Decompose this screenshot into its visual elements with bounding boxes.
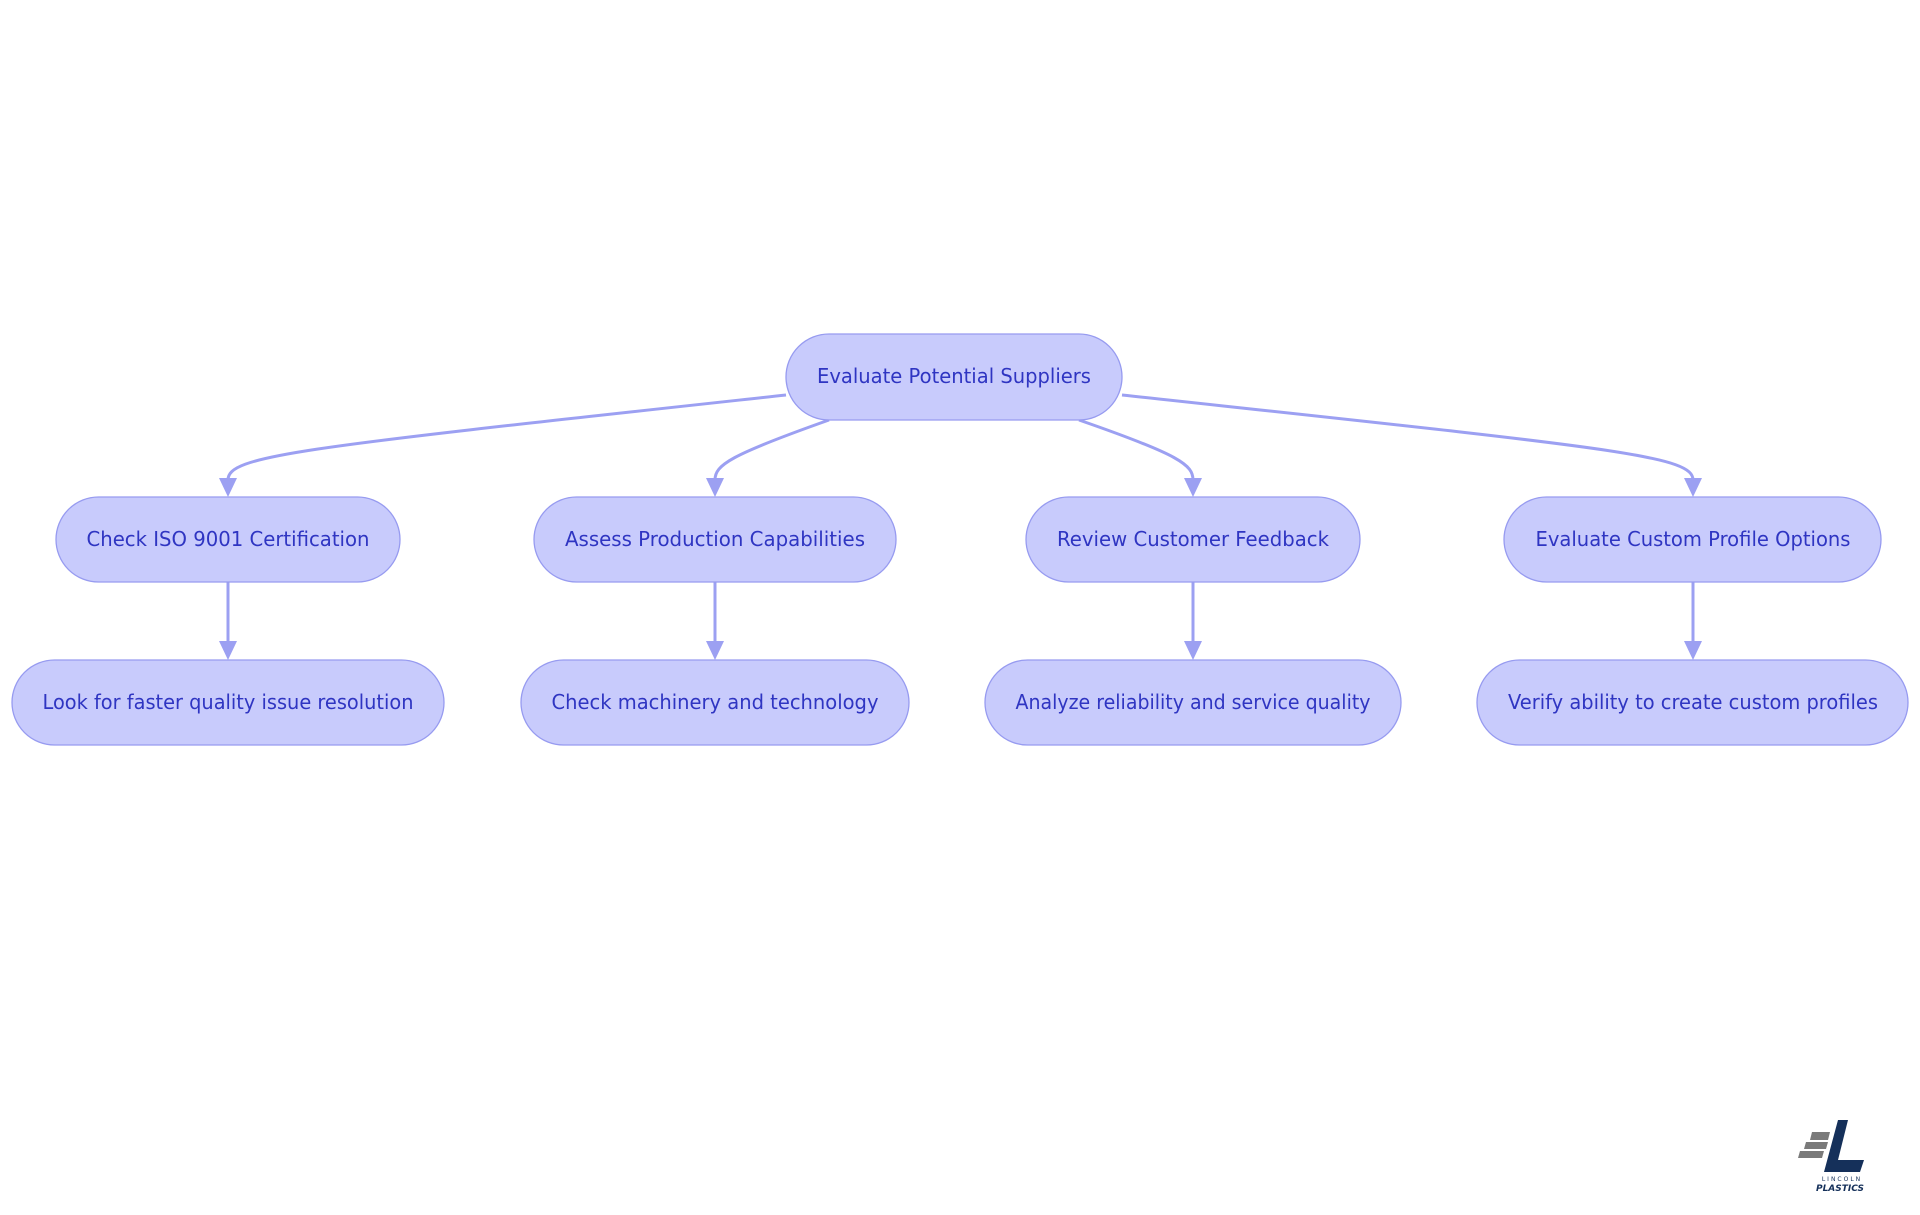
arrowhead-iso bbox=[219, 478, 237, 497]
logo-gray-bar-bottom bbox=[1798, 1151, 1824, 1158]
node-production-capabilities: Assess Production Capabilities bbox=[533, 496, 897, 583]
node-reliability-service-quality-label: Analyze reliability and service quality bbox=[1016, 690, 1371, 714]
logo-gray-bar-middle bbox=[1804, 1142, 1828, 1149]
edge-root-to-custom bbox=[1121, 393, 1695, 481]
logo-line2: PLASTICS bbox=[1816, 1184, 1864, 1194]
node-customer-feedback-label: Review Customer Feedback bbox=[1057, 527, 1329, 551]
arrowhead-production-child bbox=[706, 641, 724, 660]
node-quality-issue-resolution: Look for faster quality issue resolution bbox=[11, 659, 445, 746]
arrowhead-production bbox=[706, 478, 724, 497]
node-production-capabilities-label: Assess Production Capabilities bbox=[565, 527, 865, 551]
node-iso-certification: Check ISO 9001 Certification bbox=[55, 496, 401, 583]
node-reliability-service-quality: Analyze reliability and service quality bbox=[984, 659, 1402, 746]
arrowhead-feedback-child bbox=[1184, 641, 1202, 660]
node-iso-certification-label: Check ISO 9001 Certification bbox=[87, 527, 370, 551]
edge-root-to-iso bbox=[226, 393, 787, 481]
node-custom-profiles-label: Verify ability to create custom profiles bbox=[1508, 690, 1878, 714]
lincoln-plastics-logo: LINCOLN PLASTICS bbox=[1798, 1120, 1864, 1194]
logo-gray-bar-top bbox=[1810, 1132, 1830, 1140]
edge-root-to-production bbox=[713, 418, 830, 481]
logo-l-shape bbox=[1824, 1120, 1864, 1172]
node-machinery-technology-label: Check machinery and technology bbox=[552, 690, 879, 714]
node-custom-profile-options-label: Evaluate Custom Profile Options bbox=[1536, 527, 1851, 551]
node-customer-feedback: Review Customer Feedback bbox=[1025, 496, 1361, 583]
edge-root-to-feedback bbox=[1078, 418, 1195, 481]
arrowhead-custom bbox=[1684, 478, 1702, 497]
node-root-label: Evaluate Potential Suppliers bbox=[817, 364, 1091, 388]
node-custom-profiles: Verify ability to create custom profiles bbox=[1476, 659, 1909, 746]
node-quality-issue-resolution-label: Look for faster quality issue resolution bbox=[43, 690, 414, 714]
node-root: Evaluate Potential Suppliers bbox=[785, 333, 1123, 421]
node-machinery-technology: Check machinery and technology bbox=[520, 659, 910, 746]
logo-line1: LINCOLN bbox=[1822, 1176, 1862, 1183]
arrowhead-feedback bbox=[1184, 478, 1202, 497]
arrowhead-custom-child bbox=[1684, 641, 1702, 660]
node-custom-profile-options: Evaluate Custom Profile Options bbox=[1503, 496, 1882, 583]
arrowhead-iso-child bbox=[219, 641, 237, 660]
